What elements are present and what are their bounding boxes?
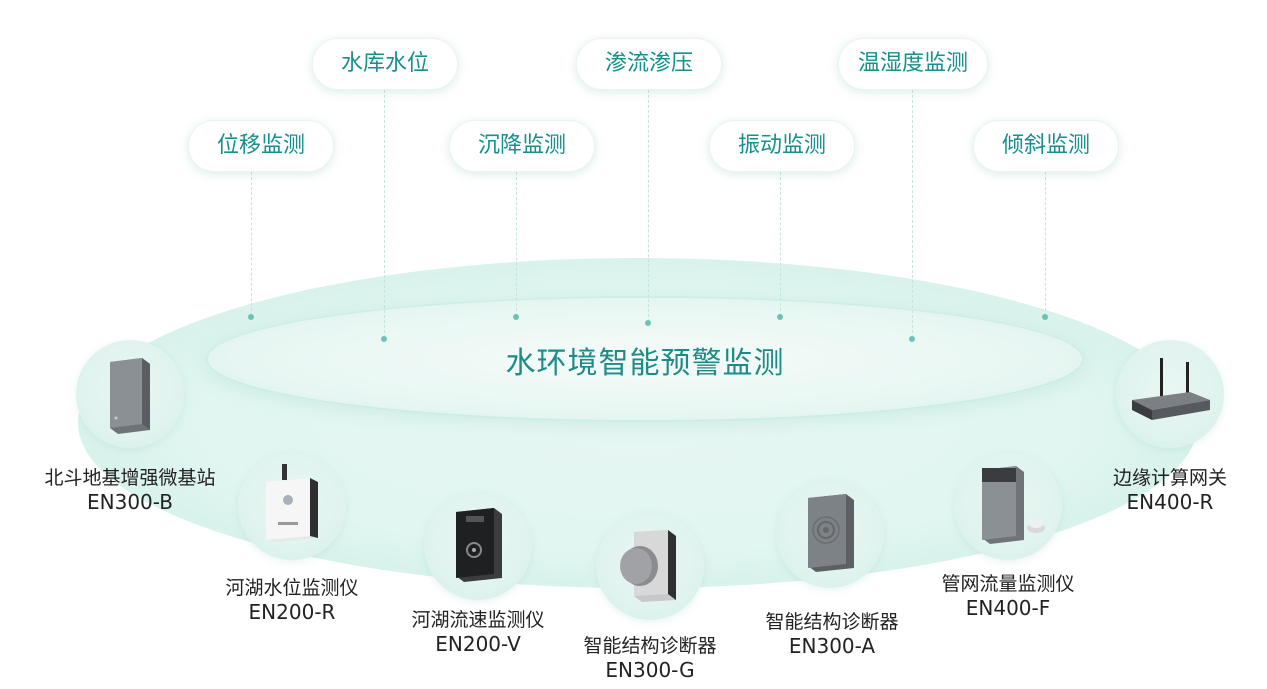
device-label-structure-diagnoser-g: 智能结构诊断器 EN300-G	[552, 634, 748, 682]
device-model: EN300-G	[605, 658, 695, 682]
flow-velocity-monitor-icon	[456, 508, 502, 582]
device-label-structure-diagnoser-a: 智能结构诊断器 EN300-A	[734, 610, 930, 658]
connector-line	[1045, 172, 1046, 316]
category-pill-reservoir-level: 水库水位	[312, 38, 458, 90]
water-level-monitor-icon	[266, 464, 318, 542]
center-title: 水环境智能预警监测	[505, 346, 785, 381]
category-pill-settlement: 沉降监测	[449, 120, 595, 172]
connector-line	[516, 172, 517, 316]
device-circle-pipe-flow-monitor	[954, 452, 1062, 560]
device-model: EN200-V	[435, 632, 521, 656]
inner-ring	[208, 298, 1082, 420]
connector-line	[780, 172, 781, 316]
device-name: 河湖水位监测仪	[225, 577, 359, 599]
device-label-micro-base-station: 北斗地基增强微基站 EN300-B	[14, 466, 246, 514]
connector-dot	[777, 314, 783, 320]
device-name: 河湖流速监测仪	[411, 609, 545, 631]
device-circle-edge-gateway	[1116, 340, 1224, 448]
device-name: 北斗地基增强微基站	[44, 467, 216, 489]
device-model: EN200-R	[248, 600, 336, 624]
device-circle-water-level-monitor	[238, 452, 346, 560]
device-label-flow-velocity-monitor: 河湖流速监测仪 EN200-V	[378, 608, 578, 656]
structure-diagnoser-a-icon	[808, 494, 854, 572]
device-label-pipe-flow-monitor: 管网流量监测仪 EN400-F	[910, 572, 1106, 620]
device-label-water-level-monitor: 河湖水位监测仪 EN200-R	[190, 576, 394, 624]
connector-dot	[909, 336, 915, 342]
micro-base-station-icon	[110, 358, 150, 434]
connector-dot	[1042, 314, 1048, 320]
connector-dot	[645, 320, 651, 326]
device-circle-flow-velocity-monitor	[424, 492, 532, 600]
device-model: EN300-A	[788, 634, 876, 658]
category-pill-vibration: 振动监测	[709, 120, 855, 172]
connector-line	[648, 90, 649, 322]
structure-diagnoser-g-icon	[620, 530, 676, 602]
connector-dot	[248, 314, 254, 320]
device-label-edge-gateway: 边缘计算网关 EN400-R	[1080, 466, 1260, 514]
connector-dot	[513, 314, 519, 320]
device-circle-structure-diagnoser-g	[596, 512, 704, 620]
connector-dot	[381, 336, 387, 342]
edge-gateway-icon	[1132, 358, 1210, 420]
device-name: 智能结构诊断器	[583, 635, 717, 657]
device-circle-structure-diagnoser-a	[776, 480, 884, 588]
pipe-flow-monitor-icon	[982, 466, 1045, 544]
category-pill-seepage: 渗流渗压	[576, 38, 722, 90]
connector-line	[251, 172, 252, 316]
category-pill-displacement: 位移监测	[188, 120, 334, 172]
device-model: EN300-B	[87, 490, 173, 514]
category-pill-temperature-humidity: 温湿度监测	[838, 38, 988, 90]
device-model: EN400-F	[965, 596, 1051, 620]
connector-line	[912, 90, 913, 338]
category-pill-tilt: 倾斜监测	[973, 120, 1119, 172]
device-name: 管网流量监测仪	[941, 573, 1075, 595]
device-name: 边缘计算网关	[1112, 467, 1227, 489]
device-model: EN400-R	[1126, 490, 1214, 514]
device-name: 智能结构诊断器	[765, 611, 899, 633]
device-circle-micro-base-station	[76, 340, 184, 448]
connector-line	[384, 90, 385, 338]
